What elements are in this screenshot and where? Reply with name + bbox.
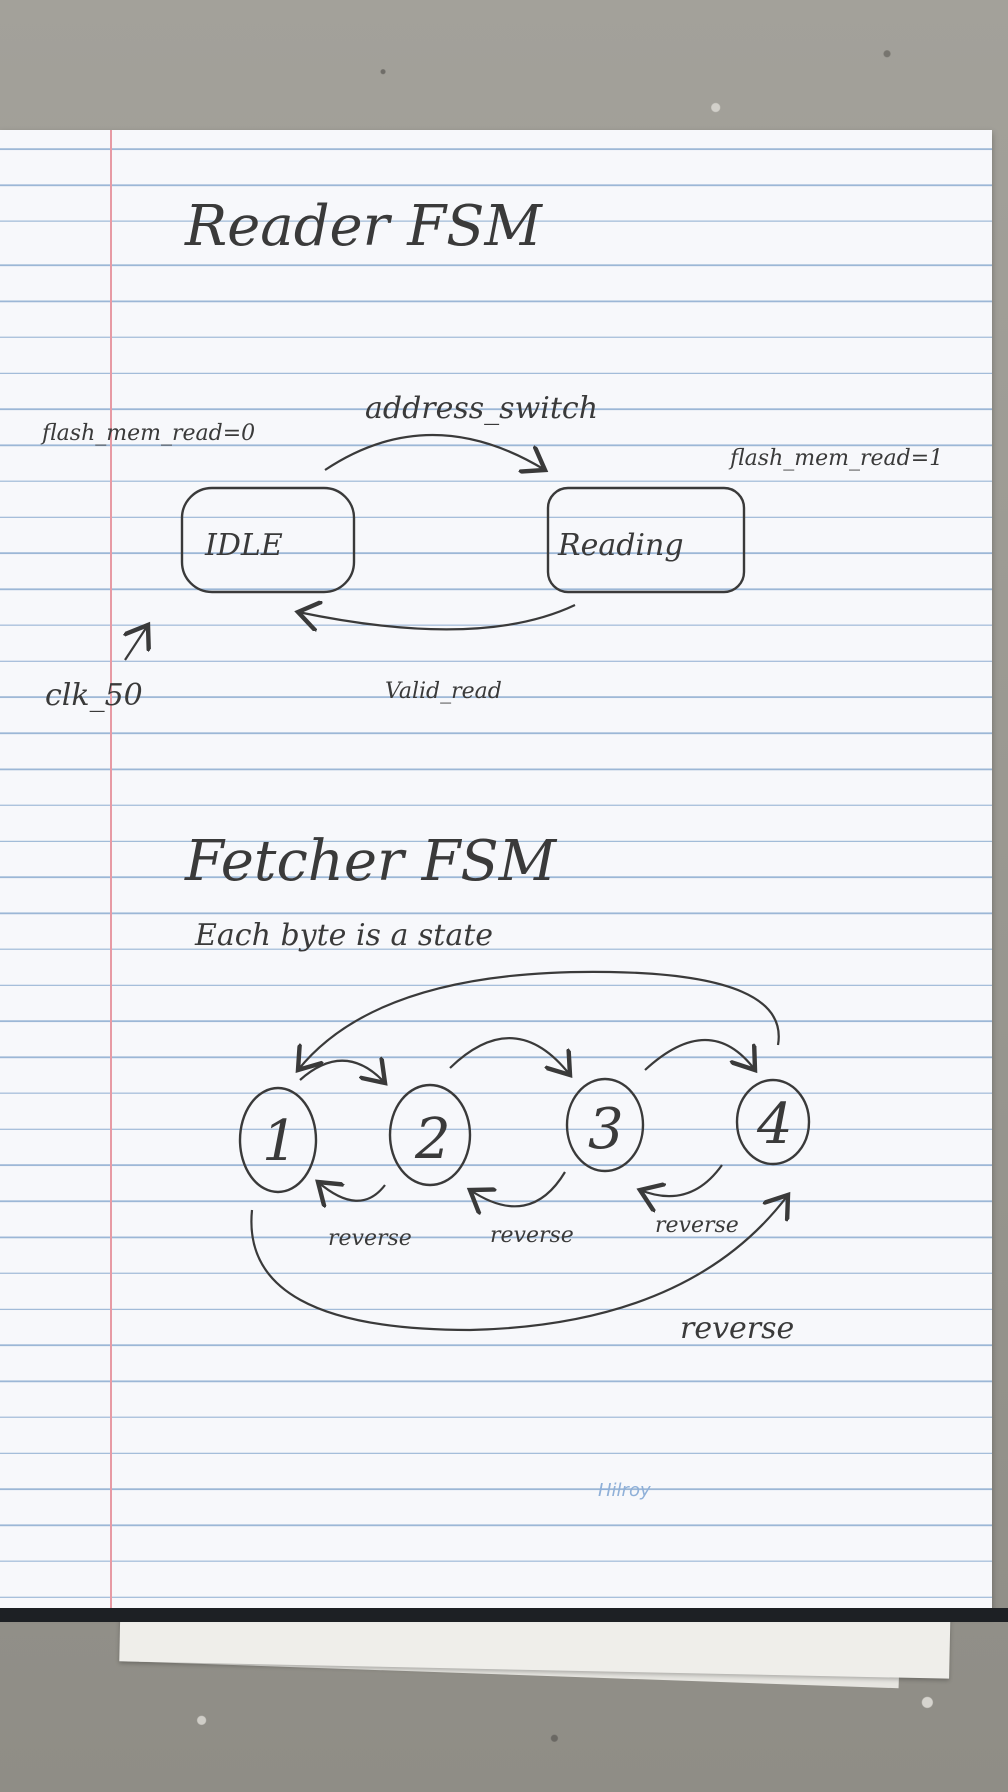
clock-label: clk_50 [45,678,143,713]
reverse-wrap-label: reverse [680,1311,794,1346]
margin-line [110,130,112,1614]
state-3-label: 3 [588,1097,624,1162]
reverse-label-3-2: reverse [490,1223,574,1248]
state-2-circle [388,1083,472,1187]
fetcher-subtitle: Each byte is a state [194,918,493,953]
paper-brand-logo: Hilroy [598,1480,651,1501]
arrow-4-to-1-wrap [298,970,780,1070]
arrow-4-to-3-reverse [640,1164,723,1196]
state-3-circle [565,1077,645,1173]
state-reading-label: Reading [557,528,684,563]
arrow-2-to-3 [449,1037,570,1075]
fetcher-title: Fetcher FSM [184,829,558,894]
transition-address-switch: address_switch [365,391,598,426]
state-idle-box [180,486,356,594]
reading-action-label: flash_mem_read=1 [728,446,943,471]
state-idle-label: IDLE [204,528,283,563]
reverse-label-2-1: reverse [328,1226,412,1251]
notebook-sheet [0,130,992,1614]
clock-arrow [125,625,148,661]
state-1-label: 1 [262,1109,298,1174]
transition-valid-read: Valid_read [385,679,502,704]
arrow-1-to-4-reverse-wrap [250,1195,788,1332]
arrow-3-to-2-reverse [470,1171,566,1206]
state-4-circle [735,1078,811,1166]
binder-edge [0,1608,1008,1622]
state-reading-box [546,486,746,594]
state-2-label: 2 [414,1107,451,1172]
arrow-2-to-1-reverse [318,1182,386,1201]
reverse-label-4-3: reverse [655,1213,739,1238]
state-1-circle [238,1086,318,1194]
arrow-3-to-4 [644,1039,755,1070]
reader-title: Reader FSM [184,194,543,259]
state-4-label: 4 [756,1092,793,1157]
arrow-reading-to-idle [298,605,576,629]
arrow-idle-to-reading [324,433,545,470]
arrow-1-to-2 [299,1061,385,1083]
idle-action-label: flash_mem_read=0 [40,421,255,446]
